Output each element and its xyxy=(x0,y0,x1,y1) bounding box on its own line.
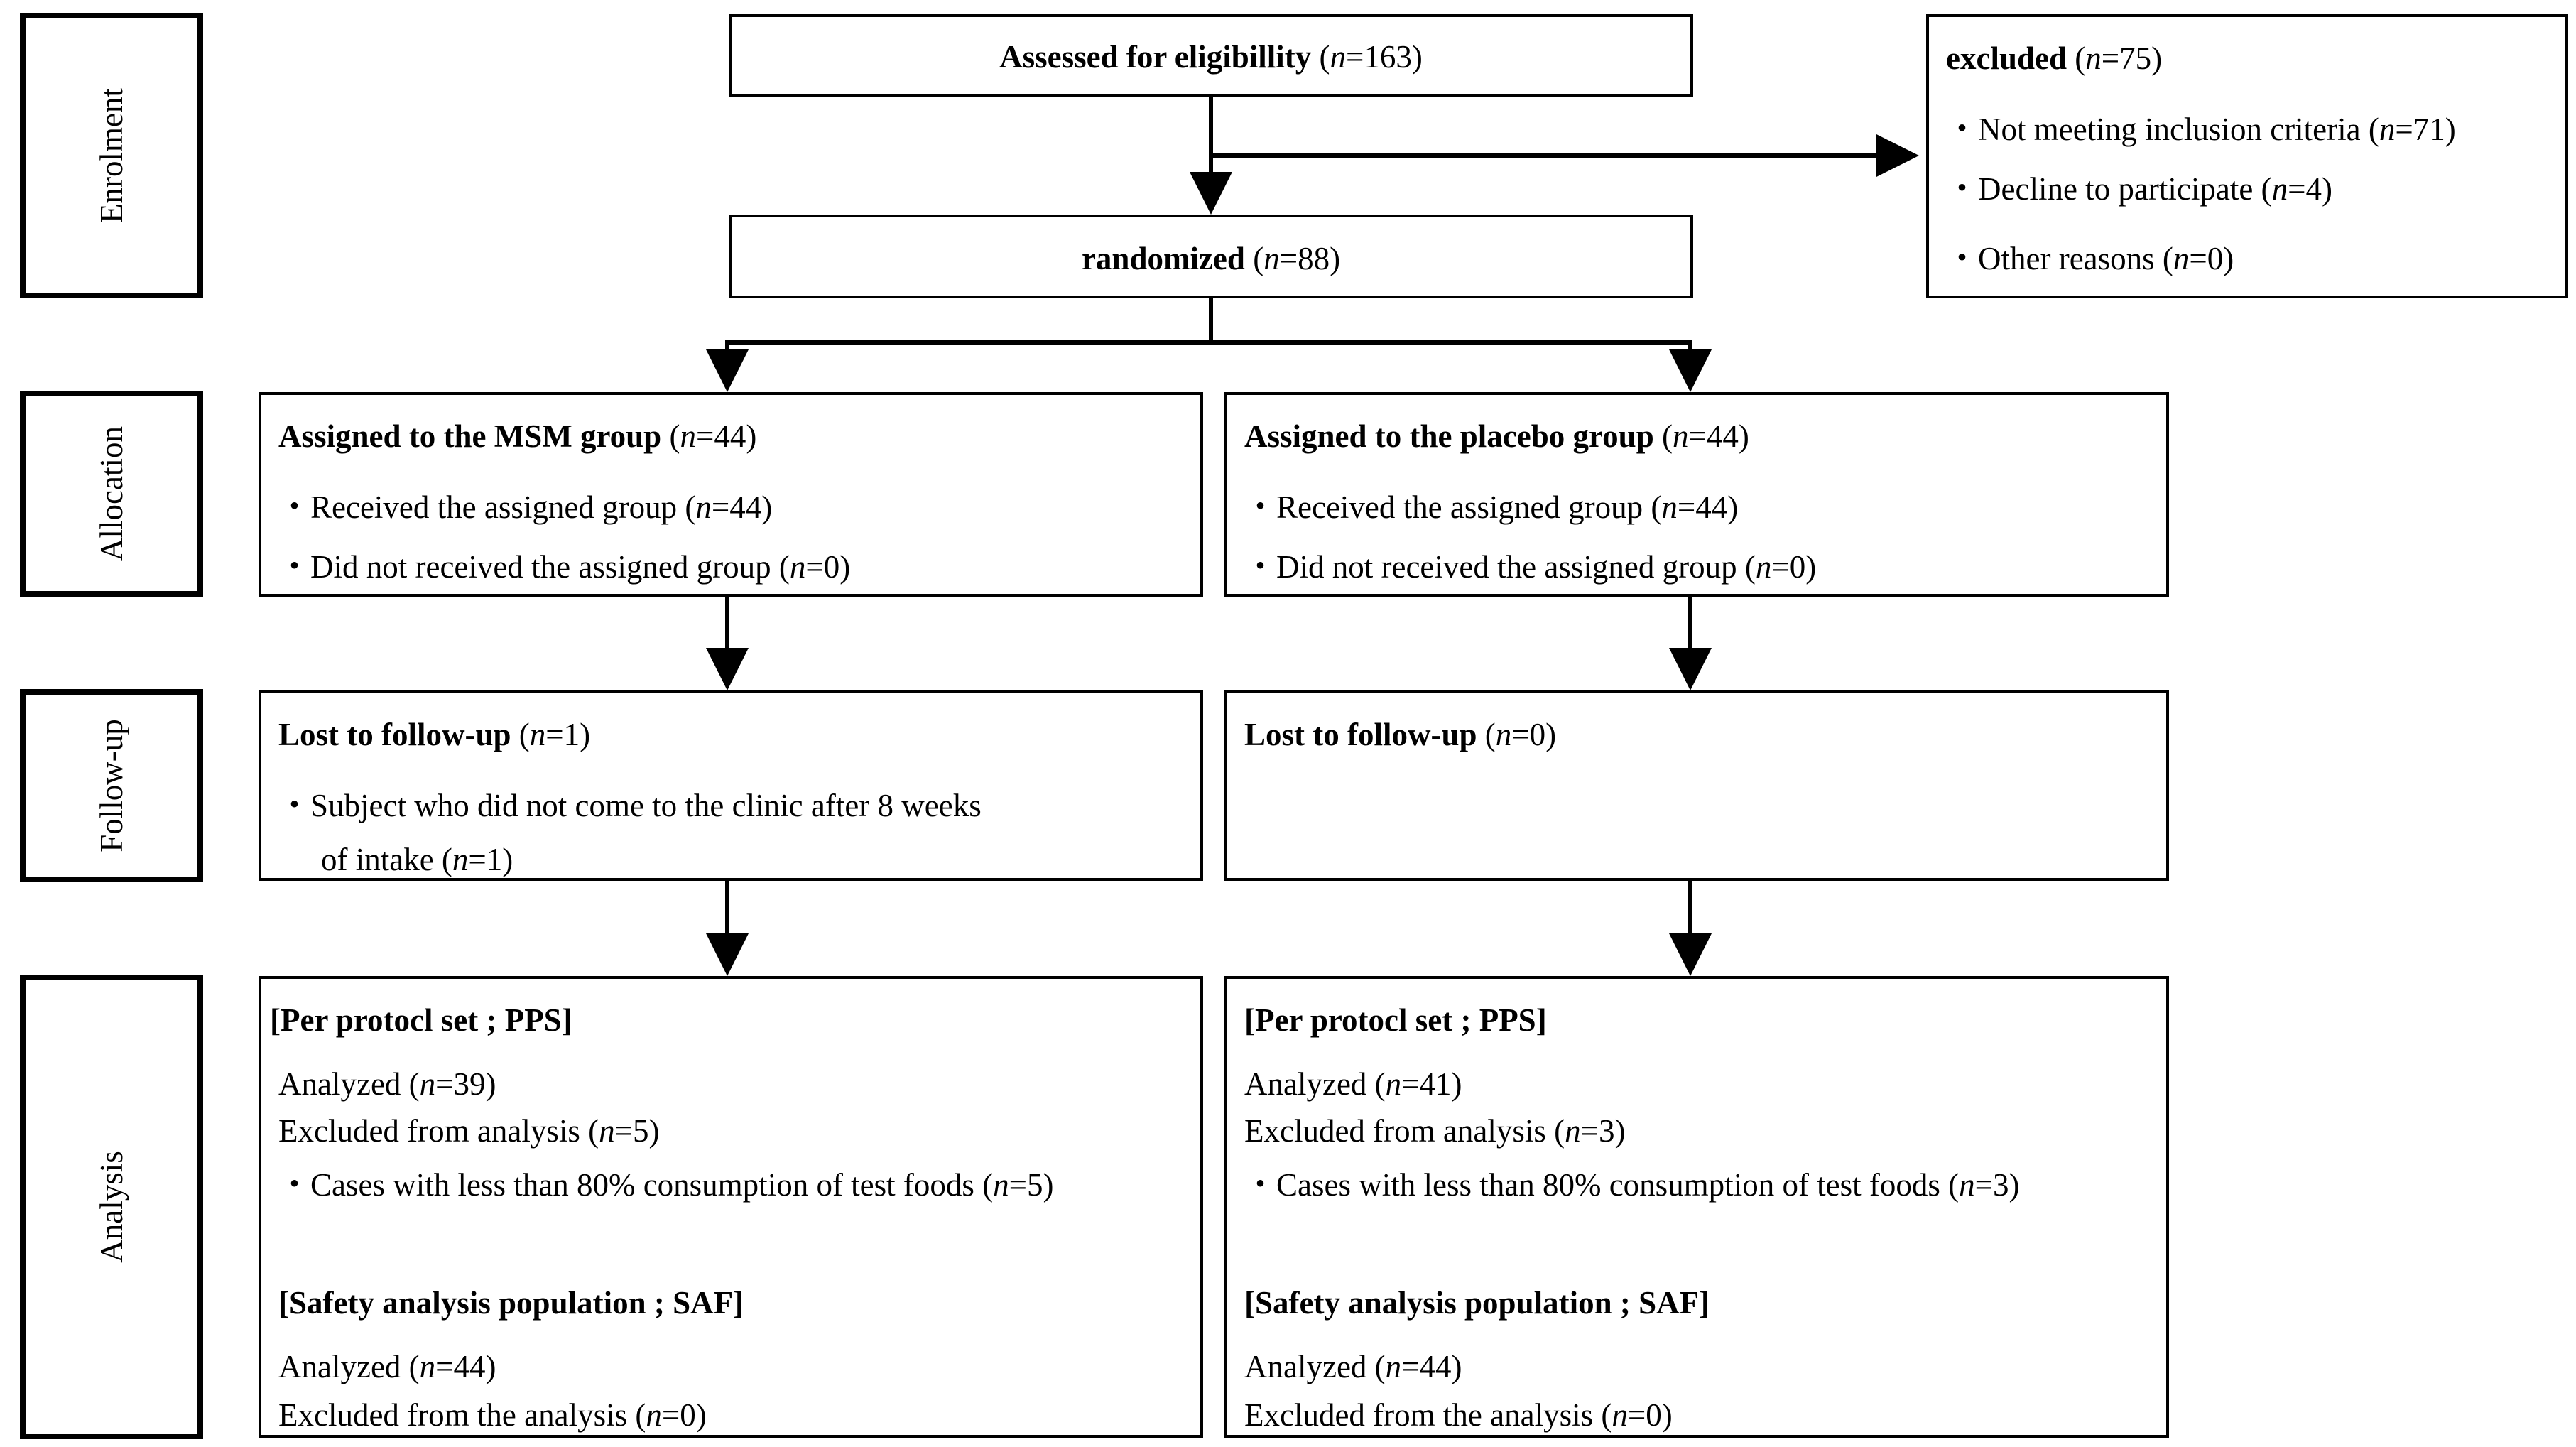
msm-saf-excluded: Excluded from the analysis (n=0) xyxy=(278,1397,707,1433)
excluded-title: excluded (n=75) xyxy=(1946,40,2163,76)
placebo-pps-title: [Per protocl set ; PPS] xyxy=(1244,1002,1547,1038)
msm-pps-title: [Per protocl set ; PPS] xyxy=(270,1002,572,1038)
placebo-pps-excluded: Excluded from analysis (n=3) xyxy=(1244,1113,1626,1149)
assessed-text: Assessed for eligibillity (n=163) xyxy=(999,39,1423,75)
placebo-saf-analyzed: Analyzed (n=44) xyxy=(1244,1349,1462,1384)
placebo-allocation-title: Assigned to the placebo group (n=44) xyxy=(1244,418,1749,454)
stage-followup: Follow-up xyxy=(20,689,203,882)
stage-enrolment-label: Enrolment xyxy=(94,88,129,223)
stage-allocation-label: Allocation xyxy=(94,426,129,561)
msm-analysis-box: [Per protocl set ; PPS] Analyzed (n=39) … xyxy=(259,976,1203,1438)
msm-followup-item-line2: of intake (n=1) xyxy=(321,842,513,877)
msm-allocation-item: ・Received the assigned group (n=44) xyxy=(278,489,773,525)
msm-allocation-title: Assigned to the MSM group (n=44) xyxy=(278,418,757,454)
msm-followup-box: Lost to follow-up (n=1) ・Subject who did… xyxy=(259,690,1203,881)
msm-pps-analyzed: Analyzed (n=39) xyxy=(278,1066,496,1102)
stage-analysis: Analysis xyxy=(20,975,203,1439)
msm-pps-case: ・Cases with less than 80% consumption of… xyxy=(278,1167,1054,1203)
msm-followup-item-line1: ・Subject who did not come to the clinic … xyxy=(278,788,982,823)
msm-pps-excluded: Excluded from analysis (n=5) xyxy=(278,1113,660,1149)
randomized-box: randomized (n=88) xyxy=(729,215,1693,298)
excluded-item: ・Decline to participate (n=4) xyxy=(1946,171,2332,207)
msm-saf-title: [Safety analysis population ; SAF] xyxy=(278,1285,744,1321)
placebo-followup-box: Lost to follow-up (n=0) xyxy=(1224,690,2169,881)
excluded-item: ・Not meeting inclusion criteria (n=71) xyxy=(1946,112,2456,147)
placebo-saf-title: [Safety analysis population ; SAF] xyxy=(1244,1285,1710,1321)
placebo-pps-analyzed: Analyzed (n=41) xyxy=(1244,1066,1462,1102)
placebo-allocation-item: ・Received the assigned group (n=44) xyxy=(1244,489,1739,525)
excluded-box: excluded (n=75) ・Not meeting inclusion c… xyxy=(1926,14,2568,298)
stage-enrolment: Enrolment xyxy=(20,13,203,298)
msm-followup-title: Lost to follow-up (n=1) xyxy=(278,717,591,752)
placebo-pps-case: ・Cases with less than 80% consumption of… xyxy=(1244,1167,2020,1203)
randomized-text: randomized (n=88) xyxy=(1081,241,1341,276)
stage-analysis-label: Analysis xyxy=(94,1151,129,1263)
stage-followup-label: Follow-up xyxy=(94,719,129,852)
placebo-allocation-box: Assigned to the placebo group (n=44) ・Re… xyxy=(1224,392,2169,597)
msm-allocation-box: Assigned to the MSM group (n=44) ・Receiv… xyxy=(259,392,1203,597)
msm-saf-analyzed: Analyzed (n=44) xyxy=(278,1349,496,1384)
assessed-box: Assessed for eligibillity (n=163) xyxy=(729,14,1693,97)
stage-allocation: Allocation xyxy=(20,391,203,597)
msm-allocation-item: ・Did not received the assigned group (n=… xyxy=(278,549,851,585)
excluded-item: ・Other reasons (n=0) xyxy=(1946,241,2234,276)
placebo-allocation-item: ・Did not received the assigned group (n=… xyxy=(1244,549,1817,585)
placebo-followup-title: Lost to follow-up (n=0) xyxy=(1244,717,1557,752)
placebo-analysis-box: [Per protocl set ; PPS] Analyzed (n=41) … xyxy=(1224,976,2169,1438)
placebo-saf-excluded: Excluded from the analysis (n=0) xyxy=(1244,1397,1673,1433)
